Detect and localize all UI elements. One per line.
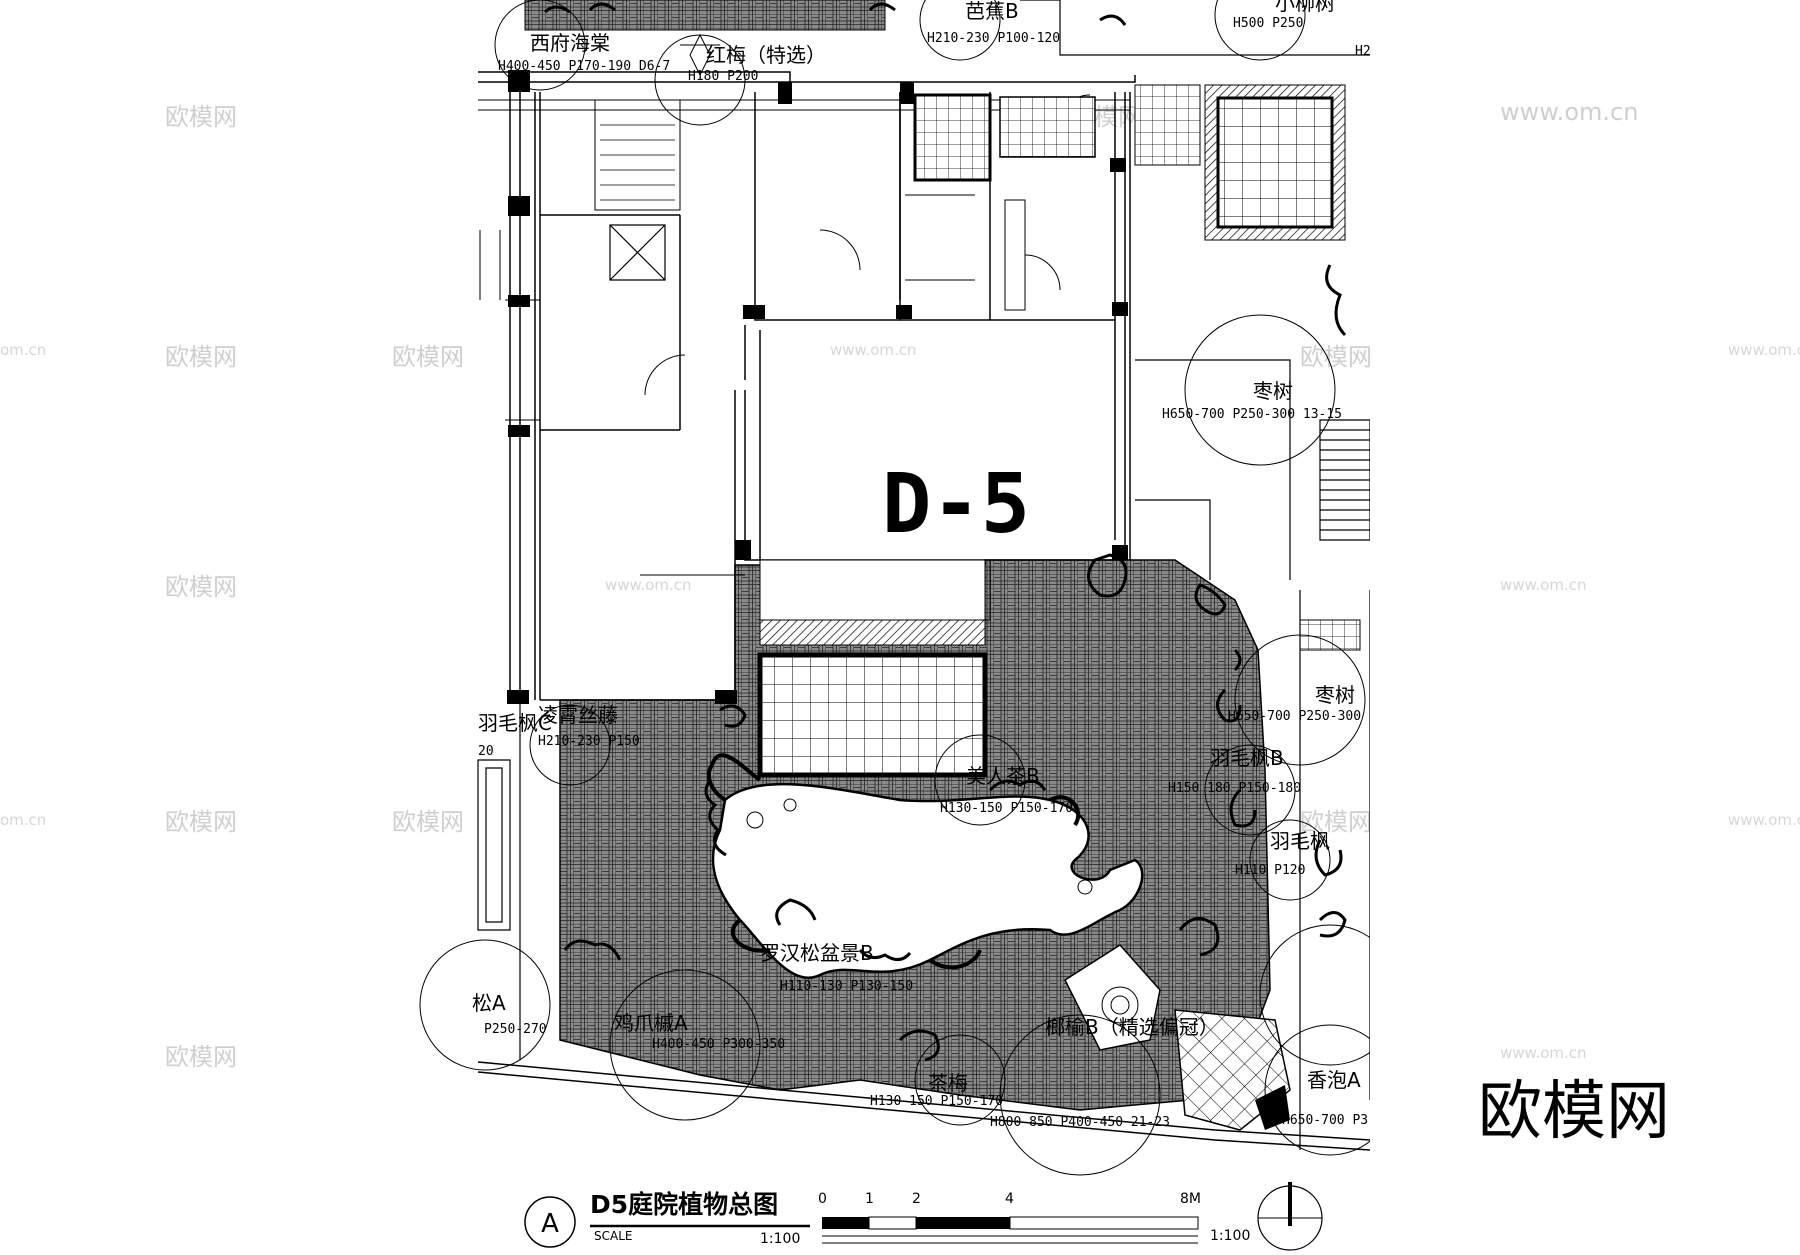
scale-tick: 4 <box>1005 1191 1014 1207</box>
plant-name: 小柳树 <box>1275 0 1335 15</box>
plant-spec: H400-450 P170-190 D6-7 <box>498 59 670 74</box>
plant-name: 凌霄丝藤 <box>538 703 618 727</box>
sheet-margin-left <box>0 0 478 1255</box>
svg-text:om.cn: om.cn <box>0 811 46 829</box>
boundary-wall <box>477 1061 1371 1151</box>
plant-spec: P250-270 <box>484 1022 547 1037</box>
brand-watermark: 欧模网 <box>1478 1075 1670 1149</box>
plant-name: 芭蕉B <box>965 0 1019 23</box>
plant-name: 鸡爪槭A <box>614 1011 688 1035</box>
scale-tick: 2 <box>912 1191 921 1207</box>
plant-name: 羽毛枫 <box>1270 829 1330 853</box>
plant-name: 羽毛枫B <box>1210 746 1284 770</box>
svg-text:欧模网: 欧模网 <box>165 343 237 371</box>
scale-tick: 8M <box>1180 1191 1201 1207</box>
plant-name: 枣树 <box>1315 683 1355 707</box>
rock-groups <box>543 2 1347 1062</box>
scale-ratio: 1:100 <box>760 1231 800 1247</box>
watermark-url: www.om.cn <box>1728 341 1800 359</box>
plant-spec: H180 P200 <box>688 69 758 84</box>
unit-label: D-5 <box>882 457 1030 552</box>
plant-spec: H400-450 P300-350 <box>652 1037 785 1052</box>
scale-tick: 0 <box>818 1191 827 1207</box>
plant-name: 羽毛枫C <box>478 711 552 735</box>
plant-name: 美人茶B <box>966 764 1040 788</box>
svg-text:欧模网: 欧模网 <box>165 573 237 601</box>
watermark-url: www.om.cn <box>1500 576 1587 594</box>
svg-text:欧模网: 欧模网 <box>1300 343 1372 371</box>
rockery-pond <box>704 753 1144 979</box>
drawing-marker-circle <box>524 1196 576 1248</box>
north-arrow-icon <box>1257 1182 1323 1251</box>
sheet-margin <box>1370 0 1800 1255</box>
title-block: A D5庭院植物总图 SCALE 1:100 0 1 2 4 8M 1:100 <box>524 1182 1323 1251</box>
svg-text:www.om.cn: www.om.cn <box>605 576 692 594</box>
plant-name: 松A <box>472 991 506 1015</box>
plant-spec: H110 P120 <box>1235 863 1305 878</box>
scale-bar-ratio: 1:100 <box>1210 1228 1250 1244</box>
watermark-url: www.om.cn <box>1500 1044 1587 1062</box>
plant-name: 红梅（特选） <box>706 43 826 67</box>
plant-spec: H650-700 P250-300 13-15 <box>1162 407 1342 422</box>
plant-spec: H210-230 P150 <box>538 734 640 749</box>
pavilion <box>1064 944 1291 1131</box>
svg-text:欧模网: 欧模网 <box>165 1043 237 1071</box>
plant-spec: H650-700 P3 <box>1282 1113 1368 1128</box>
plant-spec: H2 <box>1355 44 1371 59</box>
plant-name: 西府海棠 <box>530 31 610 55</box>
plant-labels: 西府海棠 H400-450 P170-190 D6-7 红梅（特选） H180 … <box>472 0 1371 1130</box>
structural-columns <box>507 70 1128 704</box>
plant-spec: H110-130 P130-150 <box>780 979 913 994</box>
entrance-court <box>913 84 1361 651</box>
plant-spec: H130-150 P150-170 <box>870 1094 1003 1109</box>
svg-text:om.cn: om.cn <box>0 341 46 359</box>
plant-name: 茶梅 <box>928 1071 968 1095</box>
svg-text:www.om.cn: www.om.cn <box>830 341 917 359</box>
svg-text:欧模网: 欧模网 <box>392 808 464 836</box>
plant-spec: H500 P250 <box>1233 16 1303 31</box>
plant-spec: H210-230 P100-120 <box>927 31 1060 46</box>
drawing-marker: A <box>541 1209 559 1239</box>
plant-spec: H130-150 P150-170 <box>940 801 1073 816</box>
svg-text:欧模网: 欧模网 <box>165 808 237 836</box>
plant-name: 罗汉松盆景B <box>760 941 874 965</box>
drawing-title: D5庭院植物总图 <box>590 1190 778 1219</box>
svg-text:欧模网: 欧模网 <box>392 343 464 371</box>
plant-spec: H800-850 P400-450 21-23 <box>990 1115 1170 1130</box>
watermark-url: www.om.cn <box>1728 811 1800 829</box>
scale-bar: 0 1 2 4 8M 1:100 <box>818 1191 1250 1244</box>
terrace-platform <box>757 559 988 778</box>
plant-name: 香泡A <box>1307 1068 1361 1092</box>
svg-text:欧模网: 欧模网 <box>1300 808 1372 836</box>
plant-spec: H150 180 P150-180 <box>1168 781 1301 796</box>
top-hedge <box>524 0 1370 56</box>
svg-text:欧模网: 欧模网 <box>165 103 237 131</box>
plant-spec: 20 <box>478 744 494 759</box>
plant-name: 枣树 <box>1253 379 1293 403</box>
watermark-url: www.om.cn <box>1500 98 1638 126</box>
scale-tick: 1 <box>865 1191 874 1207</box>
plant-name: 榔榆B（精选偏冠） <box>1045 1015 1219 1039</box>
scale-caption: SCALE <box>594 1229 632 1243</box>
plant-spec: H650-700 P250-300 <box>1228 709 1361 724</box>
